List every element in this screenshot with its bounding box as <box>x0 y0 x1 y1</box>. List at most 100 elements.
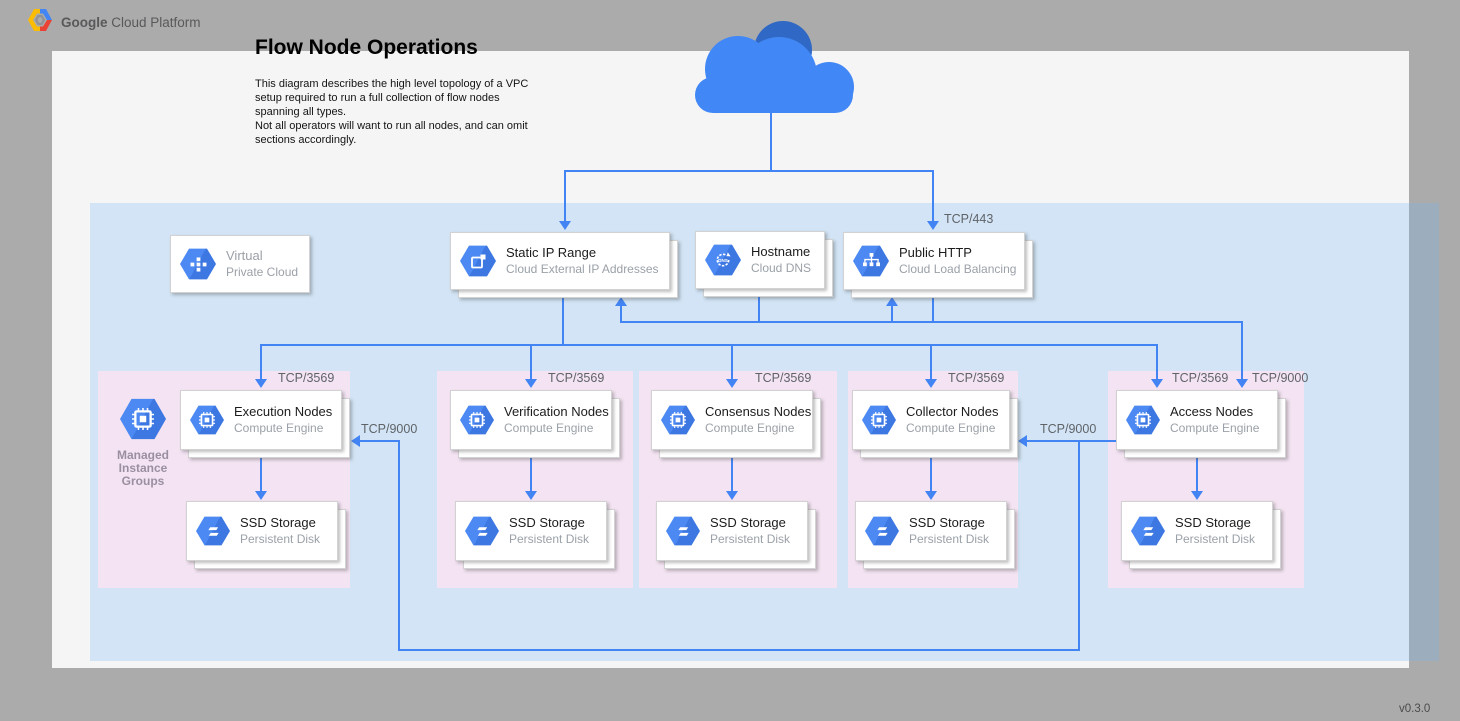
verification-title: Verification Nodes <box>504 404 609 420</box>
public-http-title: Public HTTP <box>899 245 972 261</box>
public-http-subtitle: Cloud Load Balancing <box>899 261 1017 276</box>
arrowhead-bus-consensus <box>726 379 738 388</box>
persistent-disk-icon <box>465 516 499 546</box>
arrowhead-collector-ssd <box>925 491 937 500</box>
gcp-logo-icon <box>28 9 52 36</box>
arrowhead-to-public-http <box>927 221 939 230</box>
edge-node-bus <box>260 344 1158 346</box>
edge-return-right-drop <box>1078 440 1080 649</box>
edge-bus-execution <box>260 344 262 380</box>
page-title: Flow Node Operations <box>255 36 478 59</box>
consensus-ssd-subtitle: Persistent Disk <box>710 531 791 546</box>
cloud-dns-icon: DNS <box>705 244 741 276</box>
arrowhead-access-ssd <box>1191 491 1203 500</box>
hostname-subtitle: Cloud DNS <box>751 260 812 275</box>
internet-cloud-icon <box>681 19 865 118</box>
label-tcp9000-execution: TCP/9000 <box>361 422 418 436</box>
edge-dns-drop <box>758 290 760 322</box>
consensus-title: Consensus Nodes <box>705 404 812 420</box>
edge-execution-ssd <box>260 452 262 492</box>
arrowhead-to-static-ip <box>559 221 571 230</box>
label-tcp9000-collector: TCP/9000 <box>1040 422 1097 436</box>
mig-label-line1: Managed <box>116 448 169 462</box>
edge-verification-ssd <box>530 452 532 492</box>
edge-into-execution <box>357 440 399 442</box>
edge-up-static-ip <box>620 306 622 322</box>
verification-card: Verification Nodes Compute Engine <box>450 390 612 450</box>
access-card: Access Nodes Compute Engine <box>1116 390 1278 450</box>
static-ip-title: Static IP Range <box>506 245 597 261</box>
edge-mid-row <box>620 321 1243 323</box>
arrowhead-up-public-http <box>886 297 898 306</box>
arrowhead-bus-collector <box>925 379 937 388</box>
label-tcp3569-verification: TCP/3569 <box>548 371 605 385</box>
edge-bus-access <box>1156 344 1158 380</box>
verification-subtitle: Compute Engine <box>504 420 594 435</box>
vpc-card-subtitle: Private Cloud <box>226 264 299 279</box>
edge-collector-ssd <box>930 452 932 492</box>
edge-top-split <box>564 170 934 172</box>
arrowhead-up-static-ip <box>615 297 627 306</box>
hostname-title: Hostname <box>751 244 811 260</box>
description-line-1: This diagram describes the high level to… <box>255 78 529 118</box>
edge-cloud-stem <box>770 110 772 170</box>
access-ssd-title: SSD Storage <box>1175 515 1251 531</box>
arrowhead-verification-ssd <box>525 491 537 500</box>
consensus-ssd-title: SSD Storage <box>710 515 786 531</box>
verification-ssd-subtitle: Persistent Disk <box>509 531 590 546</box>
edge-static-ip-drop <box>562 290 564 346</box>
edge-bus-verification <box>530 344 532 380</box>
verification-ssd-card: SSD Storage Persistent Disk <box>455 501 607 561</box>
collector-ssd-card: SSD Storage Persistent Disk <box>855 501 1007 561</box>
access-title: Access Nodes <box>1170 404 1254 420</box>
execution-subtitle: Compute Engine <box>234 420 324 435</box>
public-http-card: Public HTTP Cloud Load Balancing <box>843 232 1025 290</box>
label-tcp3569-collector: TCP/3569 <box>948 371 1005 385</box>
label-tcp443: TCP/443 <box>944 212 994 226</box>
vpc-card-title: Virtual <box>226 248 263 264</box>
arrowhead-into-collector <box>1018 435 1027 447</box>
edge-consensus-ssd <box>731 452 733 492</box>
managed-instance-groups-label: Managed Instance Groups <box>98 449 188 488</box>
vpc-card: Virtual Private Cloud <box>170 235 310 293</box>
collector-card: Collector Nodes Compute Engine <box>852 390 1010 450</box>
arrowhead-bus-execution <box>255 379 267 388</box>
persistent-disk-icon <box>1131 516 1165 546</box>
execution-ssd-title: SSD Storage <box>240 515 316 531</box>
version-label: v0.3.0 <box>1399 703 1431 715</box>
label-tcp3569-execution: TCP/3569 <box>278 371 335 385</box>
gcp-brand-text: Google Cloud Platform <box>61 15 201 30</box>
execution-title: Execution Nodes <box>234 404 333 420</box>
execution-card: Execution Nodes Compute Engine <box>180 390 342 450</box>
static-ip-card: Static IP Range Cloud External IP Addres… <box>450 232 670 290</box>
collector-ssd-title: SSD Storage <box>909 515 985 531</box>
access-ssd-subtitle: Persistent Disk <box>1175 531 1256 546</box>
arrowhead-lb-to-access <box>1236 379 1248 388</box>
arrowhead-consensus-ssd <box>726 491 738 500</box>
svg-text:DNS: DNS <box>718 258 728 263</box>
hostname-card: DNS Hostname Cloud DNS <box>695 231 825 289</box>
edge-to-public-http <box>932 170 934 222</box>
external-ip-icon <box>460 245 496 277</box>
edge-access-to-collector <box>1024 440 1116 442</box>
static-ip-subtitle: Cloud External IP Addresses <box>506 261 659 276</box>
collector-title: Collector Nodes <box>906 404 999 420</box>
mig-label-line3: Groups <box>121 474 165 488</box>
arrowhead-execution-ssd <box>255 491 267 500</box>
collector-ssd-subtitle: Persistent Disk <box>909 531 990 546</box>
compute-engine-icon <box>460 405 494 435</box>
arrowhead-into-execution <box>351 435 360 447</box>
gcp-brand-google: Google <box>61 15 108 30</box>
consensus-ssd-card: SSD Storage Persistent Disk <box>656 501 808 561</box>
mig-label-line2: Instance <box>118 461 168 475</box>
execution-ssd-card: SSD Storage Persistent Disk <box>186 501 338 561</box>
consensus-subtitle: Compute Engine <box>705 420 795 435</box>
access-ssd-card: SSD Storage Persistent Disk <box>1121 501 1273 561</box>
persistent-disk-icon <box>196 516 230 546</box>
arrowhead-bus-verification <box>525 379 537 388</box>
execution-ssd-subtitle: Persistent Disk <box>240 531 321 546</box>
compute-engine-icon <box>1126 405 1160 435</box>
edge-access-ssd <box>1196 452 1198 492</box>
consensus-card: Consensus Nodes Compute Engine <box>651 390 813 450</box>
